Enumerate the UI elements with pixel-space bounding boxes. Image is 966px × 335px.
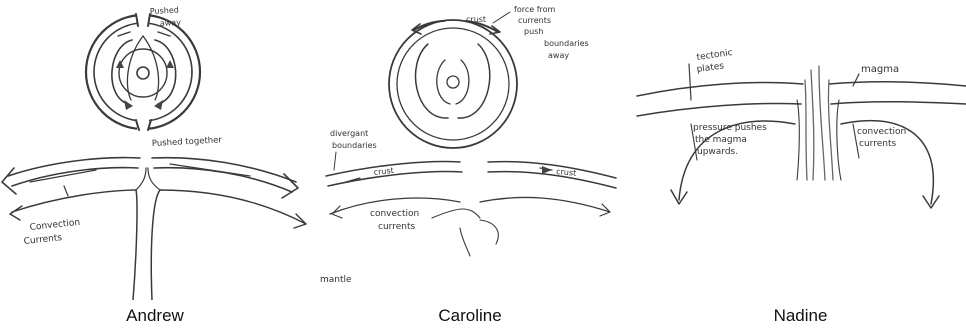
caroline-label-boundaries: boundaries — [332, 141, 377, 150]
caroline-sketch-drawing: crust force from currents push boundarie… — [320, 0, 620, 300]
caption-caroline: Caroline — [320, 306, 620, 326]
andrew-sketch-panel: Pushed away Pushed together Convection C… — [0, 0, 310, 335]
caroline-note-line2: currents — [518, 16, 551, 25]
caroline-label-convection: convection — [370, 209, 419, 219]
nadine-plates — [637, 64, 966, 208]
nadine-label-tectonic: tectonic — [696, 48, 733, 63]
caroline-label-crust-right: crust — [556, 167, 577, 178]
andrew-label-currents: Currents — [23, 233, 63, 247]
caroline-note-line3: push — [524, 27, 543, 36]
andrew-label-away: away — [160, 18, 182, 28]
caroline-note-line4: boundaries — [544, 39, 589, 48]
andrew-label-convection: Convection — [29, 218, 80, 233]
caroline-label-currents: currents — [378, 222, 415, 232]
nadine-sketch-panel: tectonic plates magma pressure pushes th… — [635, 0, 966, 335]
nadine-label-convection: convection — [857, 127, 906, 137]
nadine-sketch-drawing: tectonic plates magma pressure pushes th… — [635, 0, 966, 300]
caroline-note-line5: away — [548, 51, 569, 60]
andrew-label-pushed: Pushed — [150, 5, 179, 16]
caroline-label-crust-top: crust — [466, 15, 486, 24]
caroline-note-line1: force from — [514, 5, 556, 14]
caption-nadine: Nadine — [635, 306, 966, 326]
andrew-sketch-drawing: Pushed away Pushed together Convection C… — [0, 0, 310, 300]
caption-andrew: Andrew — [0, 306, 310, 326]
earth-cross-section — [86, 12, 200, 132]
caroline-earth-cross-section — [389, 12, 517, 148]
andrew-label-pushed-together: Pushed together — [152, 135, 223, 149]
nadine-label-plates: plates — [696, 61, 725, 75]
caroline-label-mantle: mantle — [320, 275, 352, 285]
nadine-label-currents: currents — [859, 139, 896, 149]
nadine-note-line2: the magma — [695, 135, 747, 145]
nadine-note-line3: upwards. — [697, 147, 738, 157]
nadine-label-magma: magma — [861, 64, 899, 75]
caroline-sketch-panel: crust force from currents push boundarie… — [320, 0, 620, 335]
caroline-label-divergant: divergant — [330, 129, 368, 138]
nadine-note-line1: pressure pushes — [693, 123, 767, 133]
